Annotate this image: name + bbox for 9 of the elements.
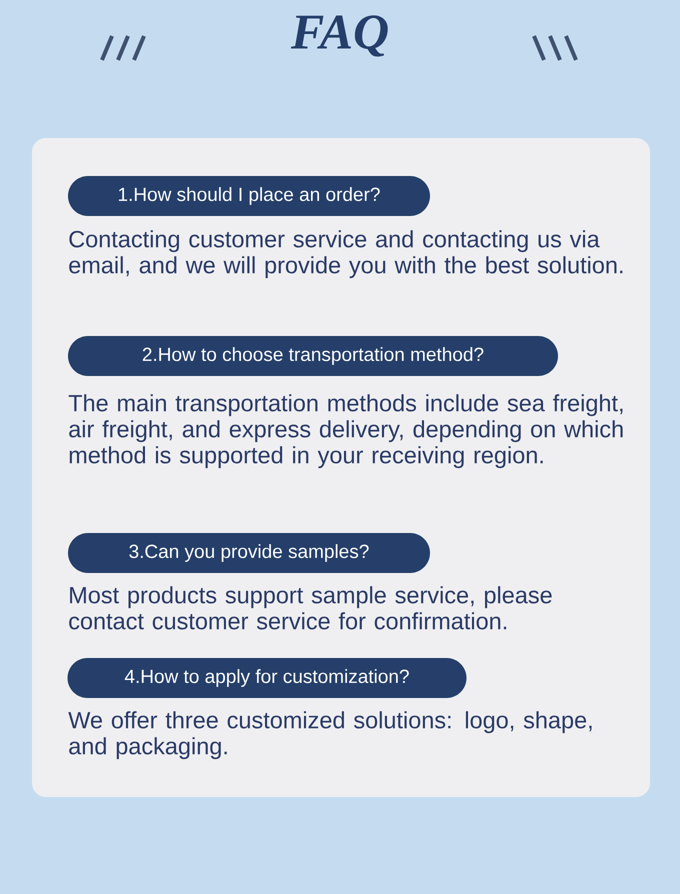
answer-text: Contacting customer service and contacting us via email, and we will provide you with the best solution. xyxy=(69,230,622,278)
answer-text: We offer three customized solutions: logo, shape, and packaging. xyxy=(68,711,592,760)
answer-text: The main transportation methods include sea freight, air freight, and express delivery, depending on which method is supported in your receiving region. xyxy=(68,394,623,468)
question-pill: 1.How should I place an order? xyxy=(68,176,430,216)
question-pill: 3.Can you provide samples? xyxy=(68,533,430,573)
title: FAQ xyxy=(290,15,388,57)
question-pill: 4.How to apply for customization? xyxy=(68,658,466,698)
answer-text: Most products support sample service, please contact customer service for confirmation. xyxy=(69,586,552,630)
question-pill: 2.How to choose transportation method? xyxy=(68,336,558,376)
